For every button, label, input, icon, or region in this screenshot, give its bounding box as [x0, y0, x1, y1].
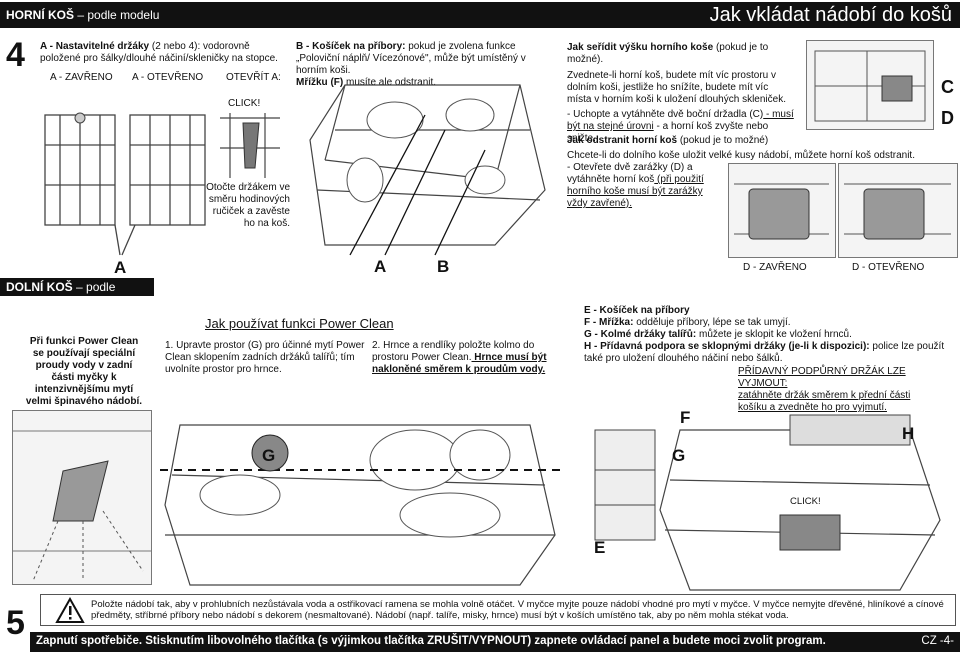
cutlery-basket-text: B - Košíček na příbory: pokud je zvolena…	[296, 41, 526, 88]
upper-basket-title: HORNÍ KOŠ – podle modelu	[6, 8, 160, 22]
basket-label-a: A	[374, 257, 387, 276]
holders-open-label: A - OTEVŘENO	[132, 72, 204, 83]
power-clean-step-2: 2. Hrnce a rendlíky položte kolmo do pro…	[372, 340, 547, 375]
parts-label-e: E	[594, 538, 606, 557]
lower-basket-parts-illustration	[594, 414, 941, 591]
latch-open-illustration	[838, 163, 958, 258]
remove-support-text: PŘÍDAVNÝ PODPŮRNÝ DRŽÁK LZE VYJMOUT: zat…	[738, 366, 911, 413]
power-clean-label-g: G	[262, 446, 276, 465]
upper-basket-illustration	[309, 84, 546, 256]
holders-text: A - Nastavitelné držáky (2 nebo 4): vodo…	[40, 41, 278, 64]
click-label: CLICK!	[228, 98, 261, 109]
remove-basket-text: Jak odstranit horní koš (pokud je to mož…	[567, 135, 915, 161]
parts-click-label: CLICK!	[790, 496, 821, 507]
label-d: D	[941, 108, 954, 128]
holder-label-a: A	[114, 258, 127, 277]
parts-label-f: F	[680, 408, 691, 427]
height-adjust-text: Jak seřídit výšku horního koše (pokud je…	[567, 42, 794, 144]
power-clean-title: Jak používat funkci Power Clean	[205, 316, 394, 331]
holders-illustration	[44, 112, 206, 256]
warning-icon	[55, 597, 85, 623]
water-jets-illustration	[12, 410, 152, 585]
step-number-4: 4	[6, 36, 25, 74]
warning-text: Položte nádobí tak, aby v prohlubních ne…	[91, 599, 944, 621]
latch-closed-label: D - ZAVŘENO	[743, 262, 807, 273]
lower-basket-illustration	[160, 424, 560, 586]
power-clean-step-1: 1. Upravte prostor (G) pro účinné mytí P…	[165, 340, 365, 375]
rotate-text: Otočte držákem ve směru hodinových ručič…	[206, 182, 290, 229]
open-a-label: OTEVŘÍT A:	[226, 72, 281, 83]
parts-list: E - Košíček na příbory F - Mřížka: odděl…	[584, 305, 945, 364]
lower-basket-bar: DOLNÍ KOŠ – podle modelu	[0, 278, 154, 308]
top-bar: HORNÍ KOŠ – podle modelu Jak vkládat nád…	[0, 2, 960, 28]
lower-basket-title: DOLNÍ KOŠ – podle modelu	[6, 280, 116, 308]
latch-closed-illustration	[728, 163, 836, 258]
page-heading: Jak vkládat nádobí do košů	[709, 4, 952, 26]
warning-box: Položte nádobí tak, aby v prohlubních ne…	[40, 594, 956, 626]
height-adjust-illustration	[806, 40, 934, 130]
parts-label-h: H	[902, 424, 915, 443]
parts-label-g: G	[672, 446, 686, 465]
basket-label-b: B	[437, 257, 450, 276]
holder-rotate-illustration	[220, 113, 280, 178]
step-number-5: 5	[6, 604, 25, 642]
power-clean-side-note: Při funkci Power Clean se používají spec…	[25, 336, 143, 407]
label-c: C	[941, 77, 954, 97]
page-number: CZ -4-	[921, 635, 954, 647]
footer-bar: Zapnutí spotřebiče. Stisknutím libovolné…	[30, 632, 960, 652]
holders-closed-label: A - ZAVŘENO	[50, 72, 113, 83]
latch-open-label: D - OTEVŘENO	[852, 262, 925, 273]
footer-text: Zapnutí spotřebiče. Stisknutím libovolné…	[36, 635, 826, 647]
remove-latch-text: - Otevřete dvě zarážky (D) a vytáhněte h…	[567, 162, 704, 209]
